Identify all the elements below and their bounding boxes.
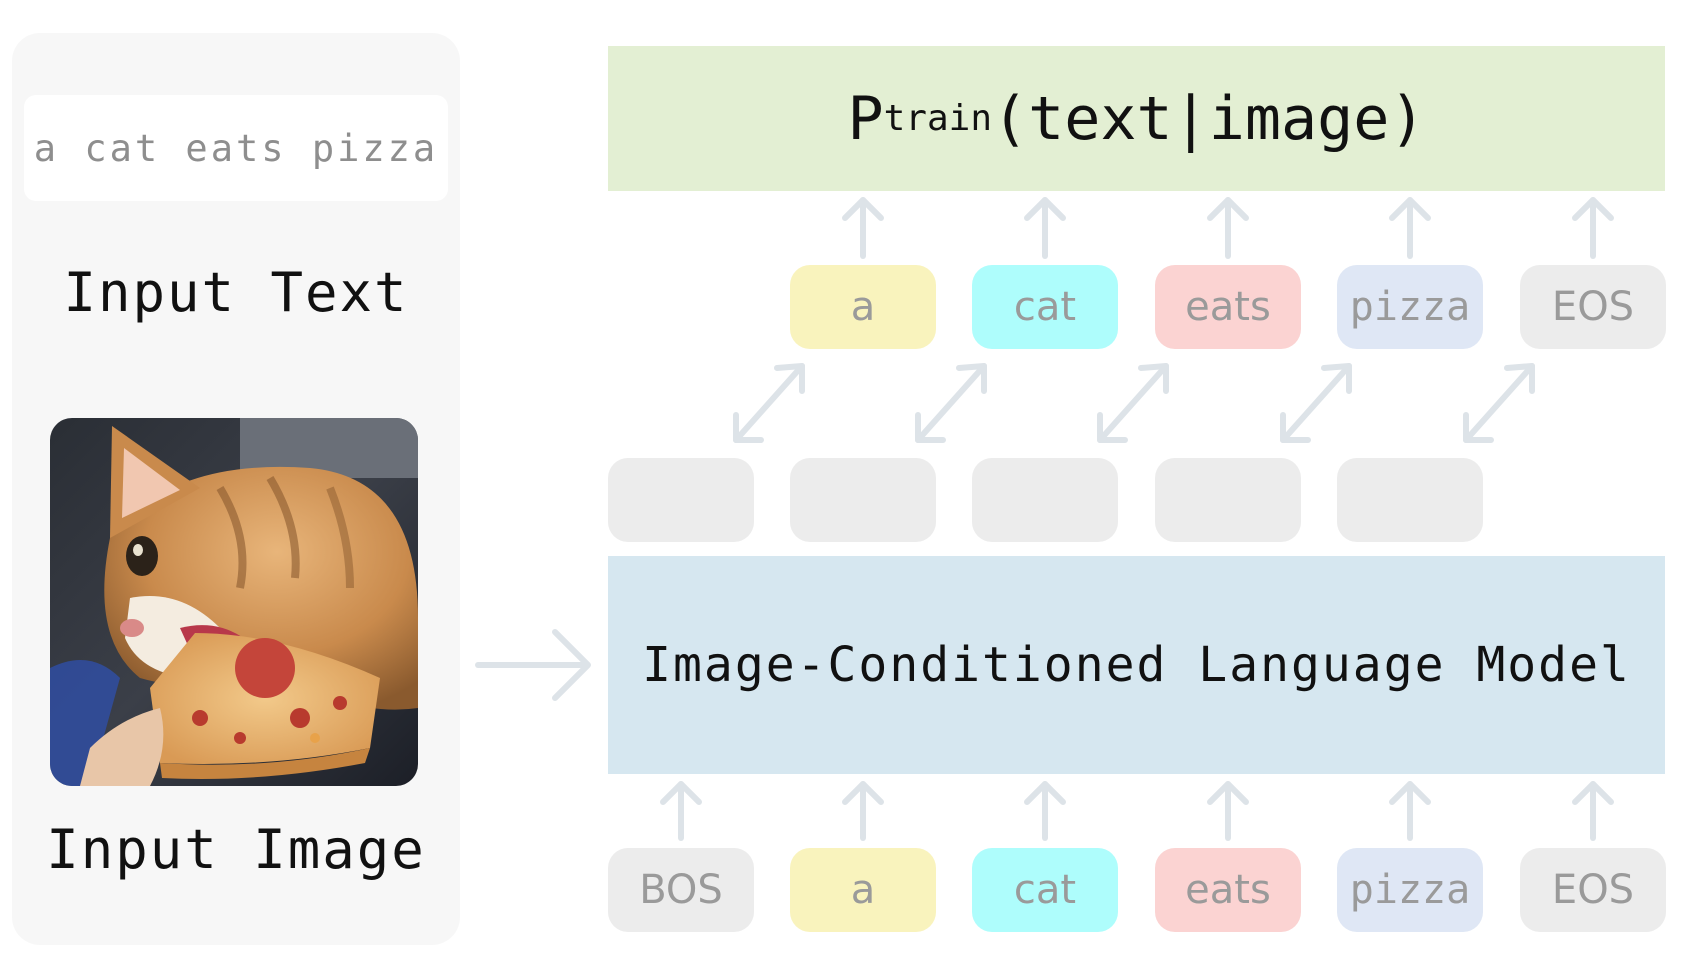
hidden-state-2 [790, 458, 936, 542]
probability-subscript: train [883, 98, 992, 139]
input-panel: a cat eats pizza Input Text [12, 33, 460, 945]
input-token-eos: EOS [1520, 848, 1666, 932]
output-up-arrow-5 [1572, 197, 1614, 259]
output-token-a: a [790, 265, 936, 349]
input-token-cat: cat [972, 848, 1118, 932]
input-up-arrow-3 [1024, 781, 1066, 841]
output-token-eos: EOS [1520, 265, 1666, 349]
input-text-box: a cat eats pizza [24, 95, 448, 201]
image-to-model-arrow [475, 629, 591, 701]
diagonal-arrow-2 [915, 363, 987, 443]
language-model-box: Image-Conditioned Language Model [608, 556, 1665, 774]
input-up-arrow-6 [1572, 781, 1614, 841]
output-token-cat: cat [972, 265, 1118, 349]
input-token-pizza: pizza [1337, 848, 1483, 932]
output-up-arrow-3 [1207, 197, 1249, 259]
input-image-label: Input Image [46, 818, 426, 881]
diagonal-arrow-5 [1463, 363, 1535, 443]
hidden-state-1 [608, 458, 754, 542]
probability-expression: (text|image) [992, 83, 1426, 154]
input-up-arrow-2 [842, 781, 884, 841]
input-up-arrow-1 [660, 781, 702, 841]
output-up-arrow-2 [1024, 197, 1066, 259]
input-image [50, 418, 418, 786]
hidden-state-3 [972, 458, 1118, 542]
diagonal-arrow-4 [1280, 363, 1352, 443]
diagonal-arrow-3 [1097, 363, 1169, 443]
diagonal-arrow-1 [733, 363, 805, 443]
output-token-pizza: pizza [1337, 265, 1483, 349]
input-token-bos: BOS [608, 848, 754, 932]
input-text-label: Input Text [63, 261, 409, 324]
input-up-arrow-5 [1389, 781, 1431, 841]
output-up-arrow-4 [1389, 197, 1431, 259]
input-up-arrow-4 [1207, 781, 1249, 841]
input-token-eats: eats [1155, 848, 1301, 932]
hidden-state-5 [1337, 458, 1483, 542]
probability-p: P [847, 83, 884, 154]
output-token-eats: eats [1155, 265, 1301, 349]
output-up-arrow-1 [842, 197, 884, 259]
input-token-a: a [790, 848, 936, 932]
hidden-state-4 [1155, 458, 1301, 542]
